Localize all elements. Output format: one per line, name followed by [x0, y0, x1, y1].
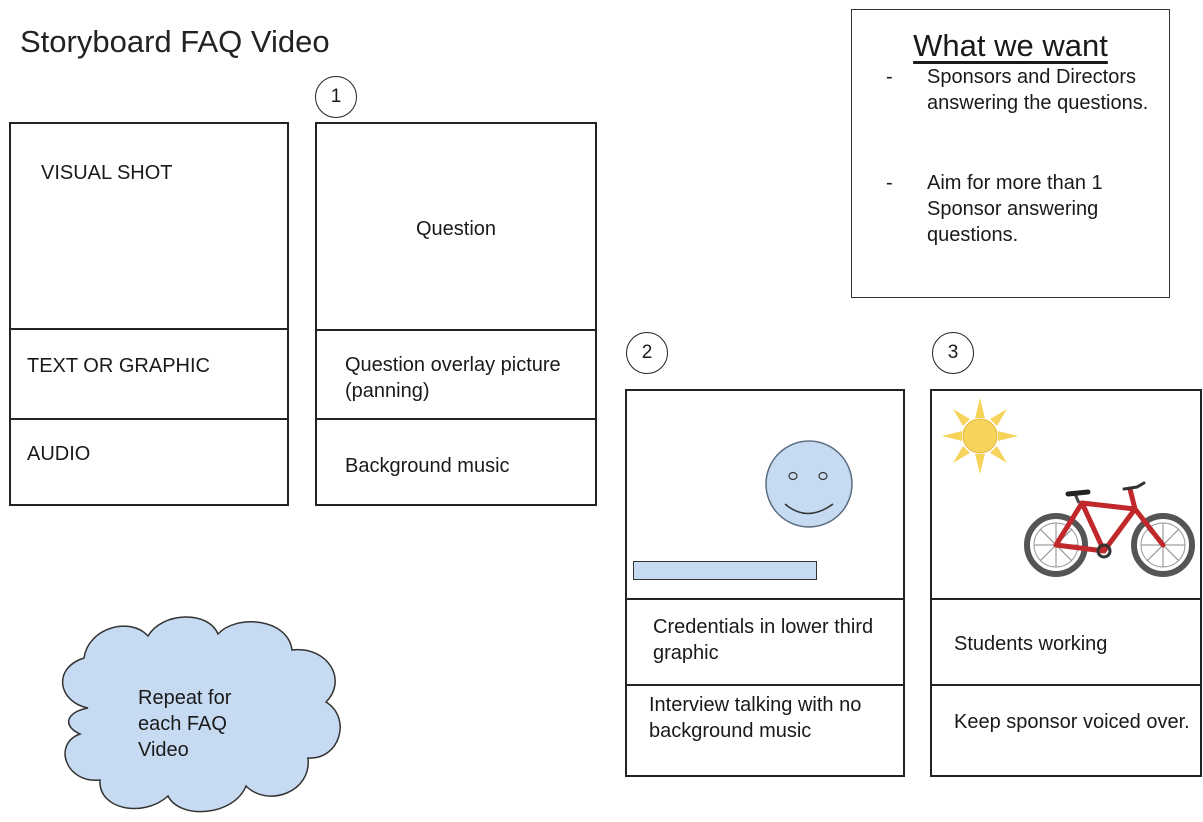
sun-icon	[942, 398, 1018, 474]
frame-divider	[627, 598, 903, 600]
bullet-dash: -	[886, 172, 893, 194]
frame-divider	[932, 598, 1200, 600]
bullet-dash: -	[886, 66, 893, 88]
frame-2-audio: Interview talking with no background mus…	[649, 694, 862, 742]
cloud-shape	[62, 616, 341, 813]
frame-1-text-graphic: Question overlay picture (panning)	[345, 354, 561, 402]
frame-3-text-graphic: Students working	[954, 633, 1108, 655]
lower-third-graphic	[633, 561, 817, 580]
want-item-1: Sponsors and Directors answering the que…	[927, 66, 1149, 114]
frame-divider	[932, 684, 1200, 686]
frame-2-text-graphic: Credentials in lower third graphic	[653, 616, 874, 664]
what-we-want-box: What we want - Sponsors and Directors an…	[851, 9, 1170, 298]
frame-divider	[11, 328, 287, 330]
what-we-want-heading: What we want	[913, 28, 1108, 63]
storyboard-frame-3: Students working Keep sponsor voiced ove…	[930, 389, 1202, 777]
frame-1-audio: Background music	[345, 455, 510, 477]
bicycle-icon	[1024, 481, 1195, 577]
frame-number-3: 3	[932, 332, 974, 374]
visual-shot-label: VISUAL SHOT	[41, 162, 173, 184]
page-title: Storyboard FAQ Video	[20, 24, 330, 59]
frame-1-visual: Question	[415, 218, 497, 240]
frame-number-1: 1	[315, 76, 357, 118]
frame-divider	[627, 684, 903, 686]
storyboard-legend-frame: VISUAL SHOT TEXT OR GRAPHIC AUDIO	[9, 122, 289, 506]
storyboard-frame-2: Credentials in lower third graphic Inter…	[625, 389, 905, 777]
cloud-label: Repeat for each FAQ Video	[138, 687, 232, 761]
frame-divider	[317, 418, 595, 420]
frame-divider	[11, 418, 287, 420]
frame-divider	[317, 329, 595, 331]
storyboard-frame-1: Question Question overlay picture (panni…	[315, 122, 597, 506]
want-item-2: Aim for more than 1 Sponsor answering qu…	[927, 172, 1103, 246]
frame-number-2: 2	[626, 332, 668, 374]
smiley-face-icon	[765, 440, 853, 528]
text-graphic-label: TEXT OR GRAPHIC	[27, 355, 210, 377]
frame-3-audio: Keep sponsor voiced over.	[954, 711, 1190, 733]
audio-label: AUDIO	[27, 443, 91, 465]
